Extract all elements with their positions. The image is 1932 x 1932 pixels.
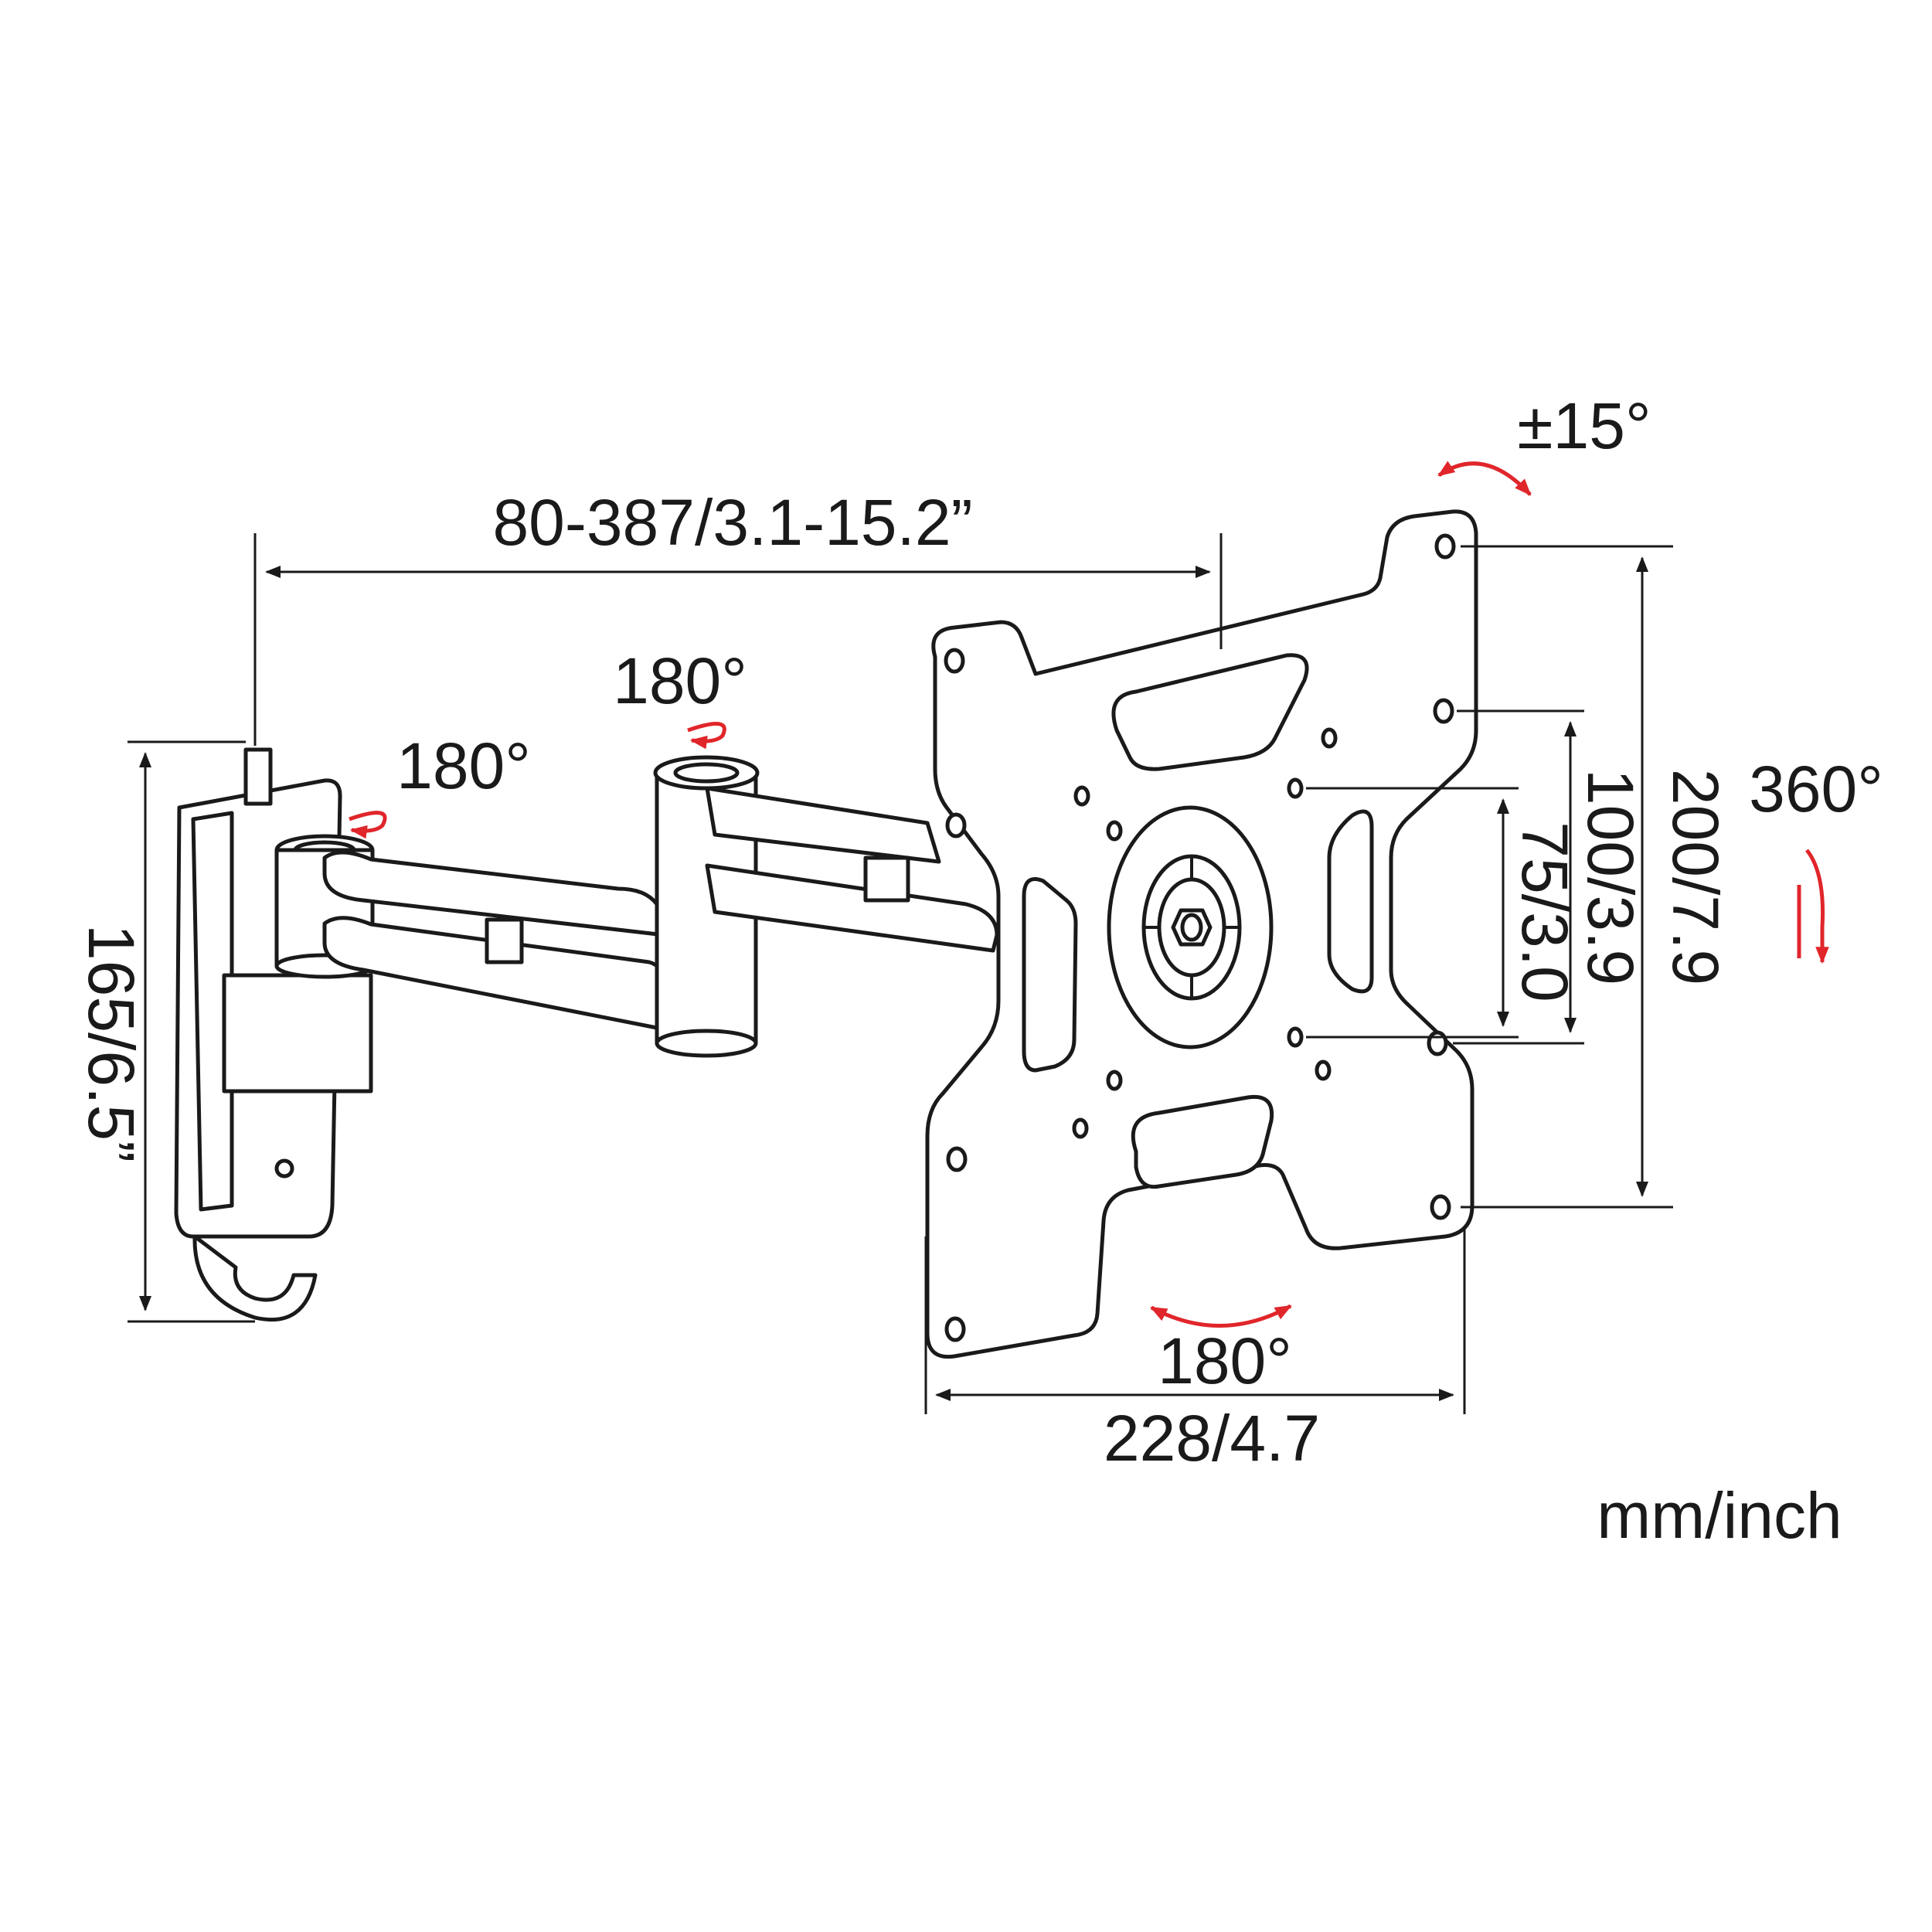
wall-joint-rotation-label: 180° [396, 730, 531, 802]
rotation-label: 360° [1749, 753, 1883, 825]
swivel-rotation-label: 180° [1158, 1325, 1292, 1397]
units-label: mm/inch [1597, 1479, 1842, 1552]
tilt-arrow-icon [1437, 461, 1532, 496]
rotation-arrow-icon [1805, 849, 1829, 964]
hole-spacing-100-label: 100/3.9 [1574, 769, 1647, 985]
elbow-joint [653, 755, 760, 1058]
first-arm [322, 850, 667, 1030]
dimension-lines [128, 533, 1673, 1414]
second-arm [705, 786, 999, 953]
wall-plate-height-label: 165/6.5” [75, 924, 148, 1162]
arm-joint-rotation-label: 180° [613, 645, 747, 717]
plate-height-label: 200/7.9 [1659, 769, 1732, 985]
vesa-plate [925, 509, 1478, 1359]
wall-joint-arrow-icon [349, 811, 387, 839]
swivel-arrow-icon [1150, 1304, 1292, 1328]
arm-extension-label: 80-387/3.1-15.2” [492, 486, 972, 559]
elbow-joint-arrow-icon [687, 722, 726, 750]
hole-spacing-75-label: 75/3.0 [1509, 821, 1581, 1002]
plate-width-label: 228/4.7 [1104, 1402, 1320, 1475]
rotation-arrows [349, 461, 1829, 1328]
tilt-label: ±15° [1517, 389, 1651, 462]
